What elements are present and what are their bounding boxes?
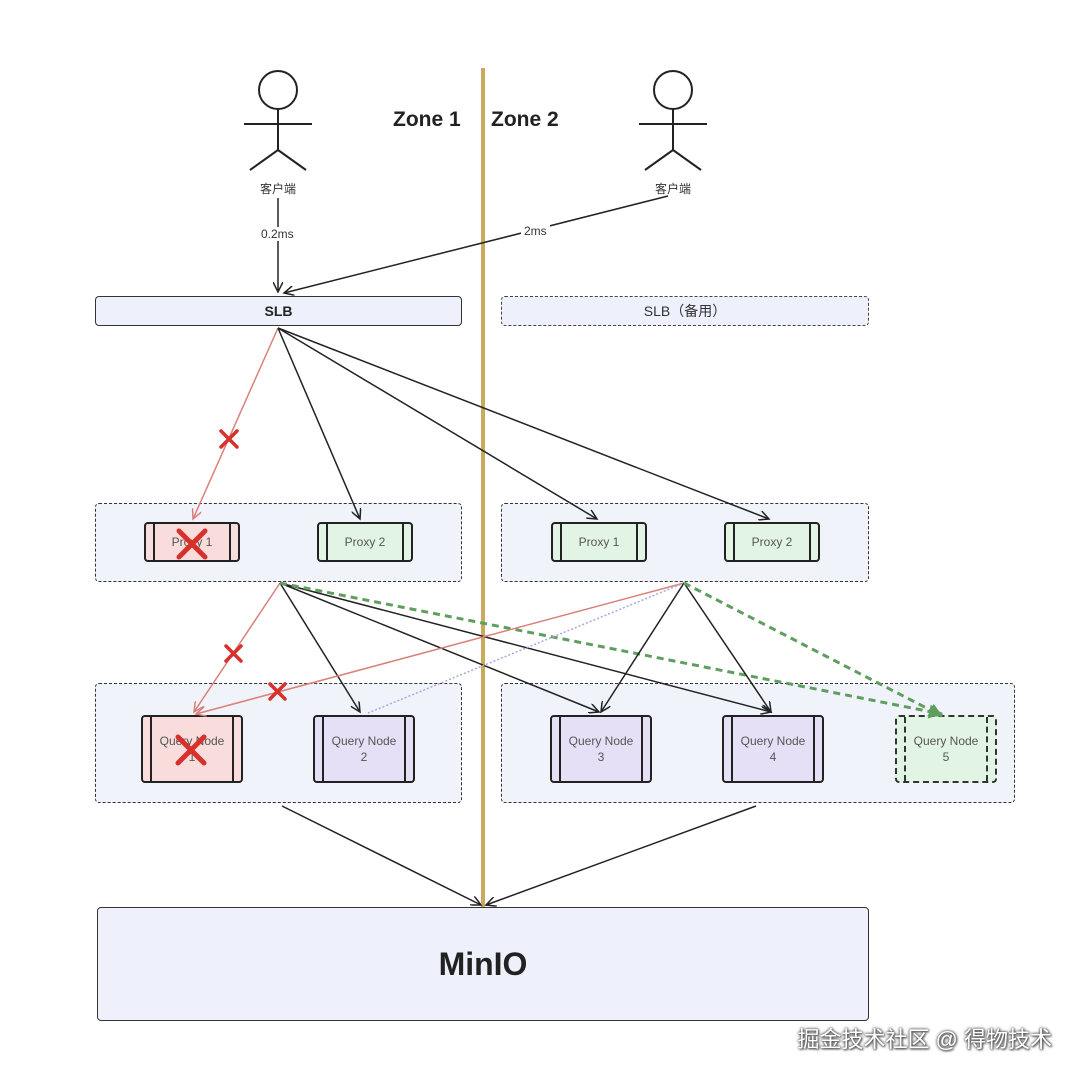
link-z1hub-qn4 (279, 582, 771, 712)
client-right-icon (639, 70, 707, 171)
link-z2nodes-minio (486, 805, 757, 905)
watermark: 掘金技术社区 @ 得物技术 (797, 1027, 1052, 1052)
link-z2hub-qn5-new (683, 581, 943, 718)
zone1-label: Zone 1 (393, 108, 461, 131)
link-z1hub-qn5-new (279, 581, 943, 719)
link-z1hub-qn3 (279, 582, 599, 712)
client-left-icon (244, 70, 312, 171)
query-node-5: Query Node 5 (895, 715, 997, 783)
failure-mark-qn1-link-a (224, 644, 243, 663)
link-z1hub-qn2 (279, 582, 360, 712)
zone2-label: Zone 2 (491, 108, 559, 131)
client-left-label: 客户端 (259, 182, 296, 196)
link-slb-z2proxy2 (277, 327, 769, 519)
failure-mark-qn1-link-b (268, 682, 287, 701)
latency-right: 2ms (521, 224, 550, 238)
link-slb-z1proxy2 (277, 327, 360, 519)
client-right-label: 客户端 (654, 182, 691, 196)
zone2-proxy-1: Proxy 1 (551, 522, 647, 562)
link-z2hub-qn2-backup (367, 582, 685, 714)
failure-mark-query-node-1 (175, 734, 207, 766)
link-slb-z2proxy1 (277, 327, 597, 519)
latency-left: 0.2ms (258, 227, 297, 241)
link-z1hub-qn1-failed (194, 582, 281, 712)
link-z1nodes-minio (281, 805, 481, 905)
minio-storage: MinIO (97, 907, 869, 1021)
query-node-2: Query Node 2 (313, 715, 415, 783)
slb-standby: SLB（备用） (501, 296, 869, 326)
query-node-3: Query Node 3 (550, 715, 652, 783)
zone1-proxy-2: Proxy 2 (317, 522, 413, 562)
query-node-1: Query Node 1 (141, 715, 243, 783)
link-client-right-slb (284, 195, 669, 293)
slb-primary: SLB (95, 296, 462, 326)
link-z2hub-qn4 (683, 582, 771, 712)
query-node-4: Query Node 4 (722, 715, 824, 783)
link-z2hub-qn3 (601, 582, 685, 712)
zone2-proxy-2: Proxy 2 (724, 522, 820, 562)
failure-mark-slb-link (219, 429, 239, 449)
failure-mark-proxy1 (176, 528, 208, 560)
link-slb-z1proxy1-failed (193, 327, 279, 519)
